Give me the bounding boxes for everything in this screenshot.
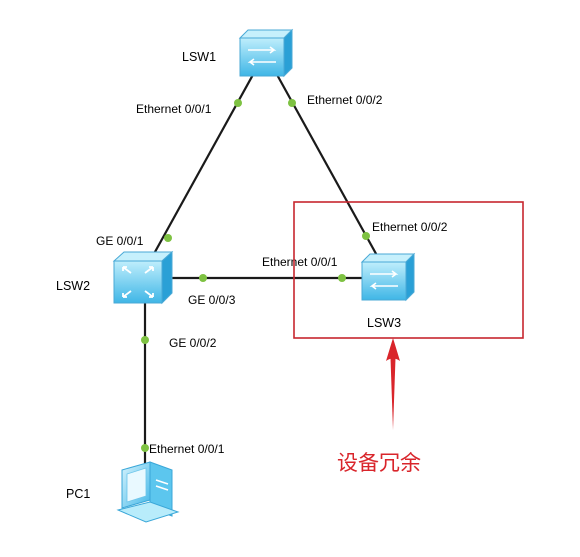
port-label: GE 0/0/1 — [96, 234, 144, 248]
port-label: GE 0/0/2 — [169, 336, 217, 350]
port-label: Ethernet 0/0/1 — [262, 255, 338, 269]
port-label: Ethernet 0/0/1 — [136, 102, 212, 116]
lsw3-label: LSW3 — [367, 316, 401, 330]
port-dot — [141, 336, 149, 344]
pc1-computer-icon[interactable] — [116, 461, 180, 523]
port-dot — [234, 99, 242, 107]
port-dot — [288, 99, 296, 107]
port-dot — [164, 234, 172, 242]
lsw2-core-switch-icon[interactable] — [112, 250, 174, 305]
port-label: GE 0/0/3 — [188, 293, 236, 307]
redundancy-annotation: 设备冗余 — [337, 451, 421, 475]
port-label: Ethernet 0/0/1 — [149, 442, 225, 456]
port-dot — [362, 232, 370, 240]
port-label: Ethernet 0/0/2 — [307, 93, 383, 107]
port-label: Ethernet 0/0/2 — [372, 220, 448, 234]
port-dot — [338, 274, 346, 282]
pc1-label: PC1 — [66, 487, 90, 501]
lsw1-switch-icon[interactable] — [238, 28, 294, 78]
link-lsw1-lsw2 — [144, 61, 261, 271]
lsw1-label: LSW1 — [182, 50, 216, 64]
redundancy-highlight-box — [293, 201, 524, 339]
port-dot — [199, 274, 207, 282]
lsw3-switch-icon[interactable] — [360, 252, 416, 302]
port-dot — [141, 444, 149, 452]
red-arrow-icon — [386, 338, 400, 430]
lsw2-label: LSW2 — [56, 279, 90, 293]
